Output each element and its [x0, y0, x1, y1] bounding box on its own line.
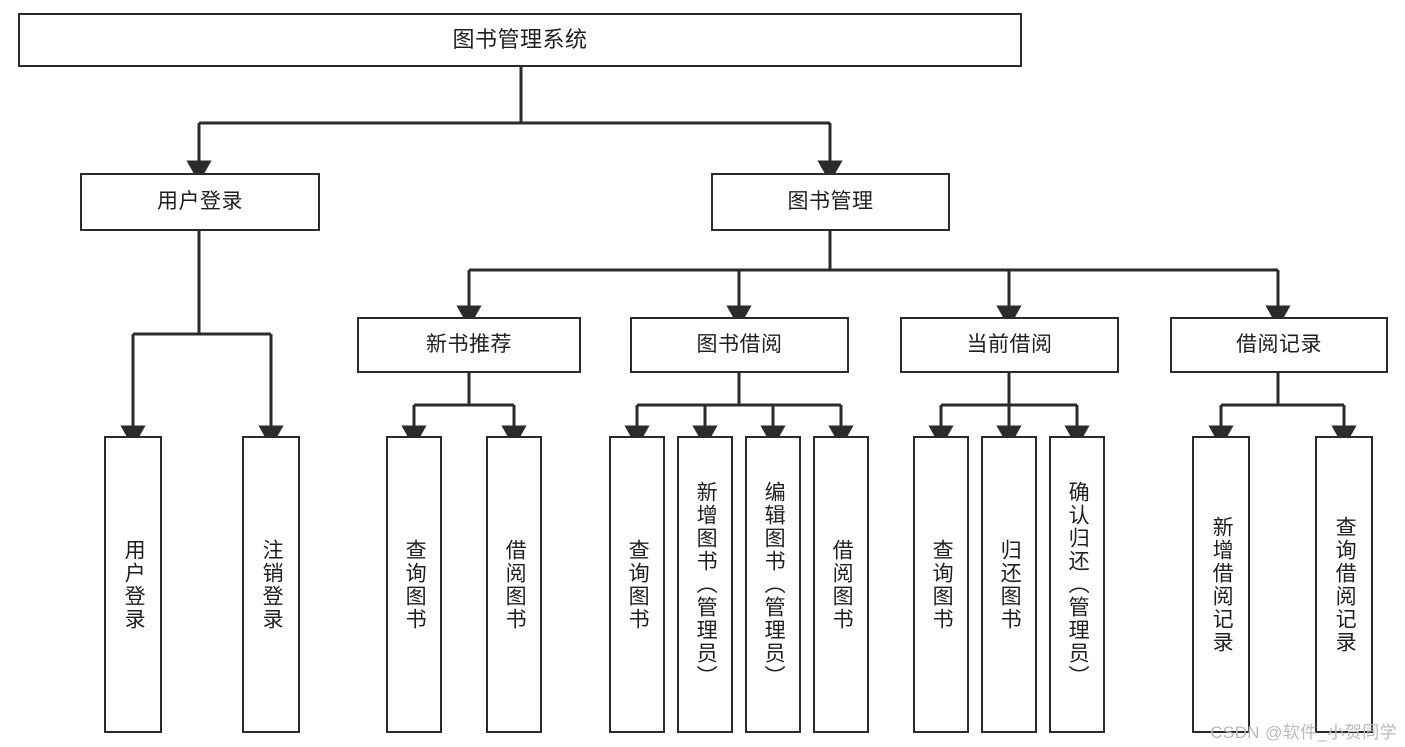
- node-label: 查询图书: [626, 538, 650, 631]
- node-label: 用户登录: [122, 538, 146, 631]
- node-leaf-user-login[interactable]: 用户登录: [104, 436, 162, 733]
- node-new-book-recommend[interactable]: 新书推荐: [357, 317, 581, 373]
- node-label: 借阅图书: [830, 538, 854, 631]
- node-label: 用户登录: [157, 189, 243, 213]
- node-leaf-confirm-return-admin[interactable]: 确认归还（管理员）: [1049, 436, 1105, 733]
- node-label: 图书管理: [787, 189, 874, 213]
- node-label: 当前借阅: [966, 332, 1053, 356]
- node-label: 确认归还（管理员）: [1066, 481, 1090, 688]
- node-label: 图书借阅: [696, 332, 783, 356]
- node-root-system[interactable]: 图书管理系统: [18, 13, 1022, 67]
- node-leaf-query-book-current[interactable]: 查询图书: [913, 436, 969, 733]
- node-leaf-query-book-recommend[interactable]: 查询图书: [386, 436, 442, 733]
- node-book-borrow[interactable]: 图书借阅: [630, 317, 849, 373]
- node-label: 新增借阅记录: [1210, 515, 1234, 654]
- node-label: 新增图书（管理员）: [694, 481, 718, 688]
- node-leaf-edit-book-admin[interactable]: 编辑图书（管理员）: [745, 436, 801, 733]
- node-label: 查询图书: [403, 538, 427, 631]
- node-label: 借阅记录: [1236, 332, 1322, 356]
- node-leaf-add-book-admin[interactable]: 新增图书（管理员）: [677, 436, 733, 733]
- node-leaf-return-book[interactable]: 归还图书: [981, 436, 1037, 733]
- node-leaf-user-logout[interactable]: 注销登录: [242, 436, 300, 733]
- node-label: 注销登录: [260, 538, 284, 631]
- node-leaf-query-borrow-record[interactable]: 查询借阅记录: [1315, 436, 1373, 733]
- watermark-text: CSDN @软件_小贺同学: [1210, 723, 1397, 742]
- node-leaf-borrow-book-recommend[interactable]: 借阅图书: [486, 436, 542, 733]
- node-book-management[interactable]: 图书管理: [711, 173, 950, 231]
- node-leaf-add-borrow-record[interactable]: 新增借阅记录: [1192, 436, 1250, 733]
- node-label: 编辑图书（管理员）: [762, 481, 786, 688]
- node-current-borrow[interactable]: 当前借阅: [900, 317, 1119, 373]
- node-label: 新书推荐: [426, 332, 512, 356]
- node-label: 查询借阅记录: [1333, 515, 1357, 654]
- node-leaf-query-book-borrow[interactable]: 查询图书: [609, 436, 665, 733]
- node-label: 借阅图书: [503, 538, 527, 631]
- node-user-login[interactable]: 用户登录: [80, 173, 320, 231]
- node-label: 查询图书: [930, 538, 954, 631]
- node-label: 归还图书: [998, 538, 1022, 631]
- node-borrow-record[interactable]: 借阅记录: [1170, 317, 1388, 373]
- node-leaf-borrow-book[interactable]: 借阅图书: [813, 436, 869, 733]
- node-label: 图书管理系统: [452, 27, 588, 53]
